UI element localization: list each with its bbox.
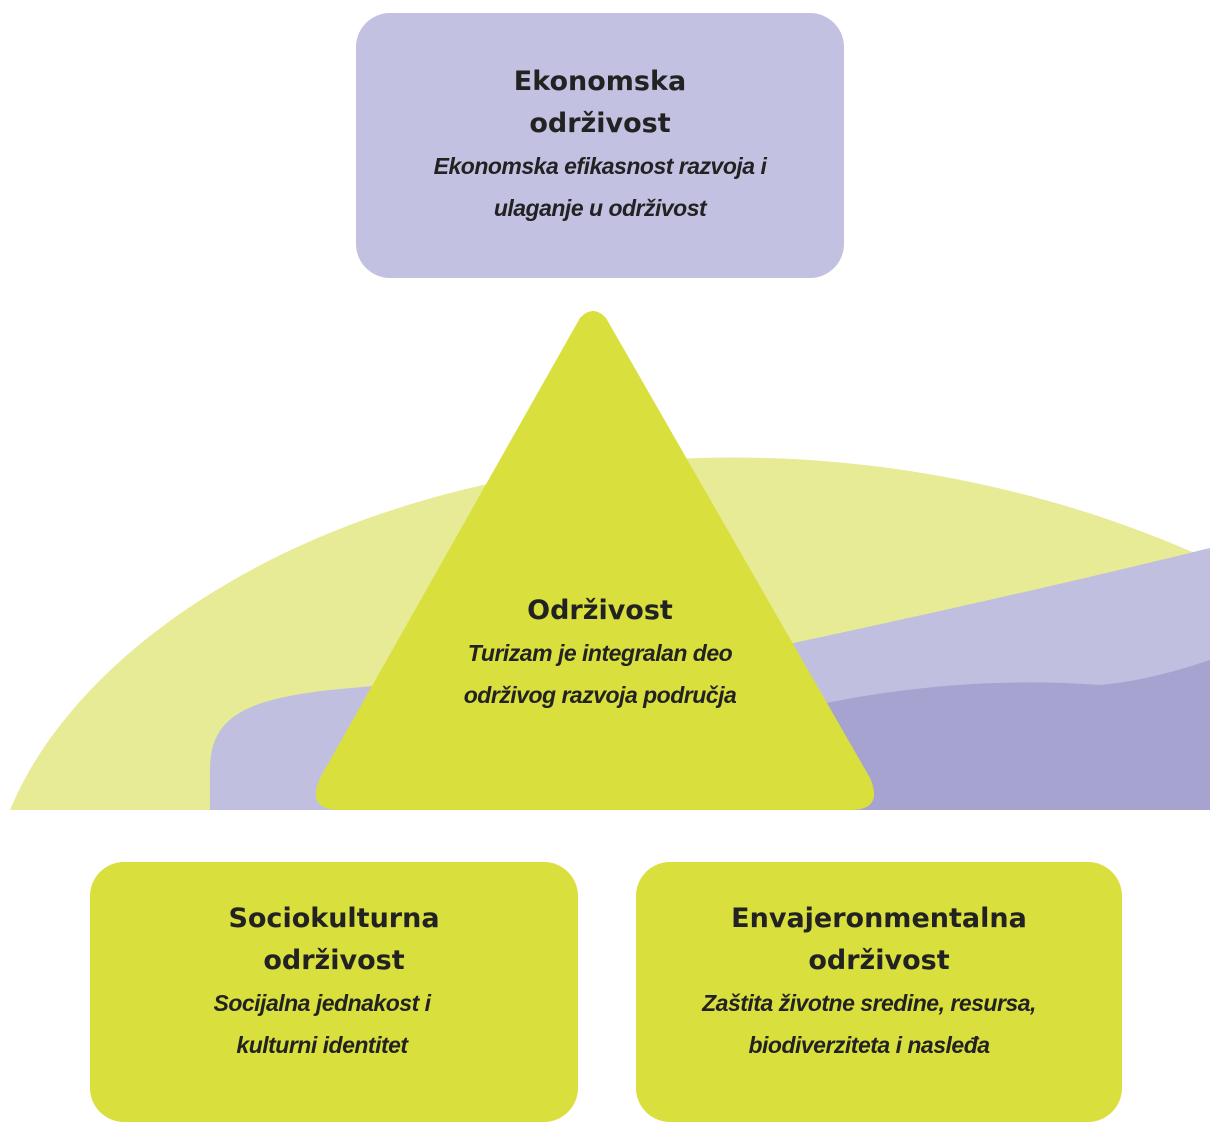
sociocultural-title-line2: održivost [263,945,405,976]
sustainability-desc-line1: Turizam je integralan deo [467,640,733,666]
economic-description: Ekonomska efikasnost razvoja i ulaganje … [356,145,844,229]
sociocultural-description: Socijalna jednakost i kulturni identitet [78,982,566,1066]
sociocultural-title: Sociokulturna održivost [90,898,578,982]
sustainability-center-label: Održivost Turizam je integralan deo održ… [400,590,800,716]
sociocultural-desc-line2: kulturni identitet [236,1032,408,1058]
environmental-sustainability-box: Envajeronmentalna održivost Zaštita živo… [636,862,1122,1122]
sociocultural-desc-line1: Socijalna jednakost i [213,990,431,1016]
economic-title-line1: Ekonomska [513,66,687,97]
environmental-title: Envajeronmentalna održivost [636,898,1122,982]
environmental-desc-line2: biodiverziteta i nasleđa [748,1032,990,1058]
sustainability-triangle [315,311,875,810]
sociocultural-sustainability-box: Sociokulturna održivost Socijalna jednak… [90,862,578,1122]
sustainability-title: Održivost [527,595,673,626]
environmental-description: Zaštita životne sredine, resursa, biodiv… [626,982,1112,1066]
environmental-desc-line1: Zaštita životne sredine, resursa, [702,990,1036,1016]
economic-title-line2: održivost [529,108,671,139]
sustainability-desc-line2: održivog razvoja područja [463,682,737,708]
economic-desc-line2: ulaganje u održivost [493,195,707,221]
environmental-title-line1: Envajeronmentalna [731,903,1027,934]
sociocultural-title-line1: Sociokulturna [228,903,440,934]
economic-sustainability-box: Ekonomska održivost Ekonomska efikasnost… [356,13,844,278]
environmental-title-line2: održivost [808,945,950,976]
economic-desc-line1: Ekonomska efikasnost razvoja i [433,153,767,179]
sustainability-description: Turizam je integralan deo održivog razvo… [400,632,800,716]
economic-title: Ekonomska održivost [356,61,844,145]
